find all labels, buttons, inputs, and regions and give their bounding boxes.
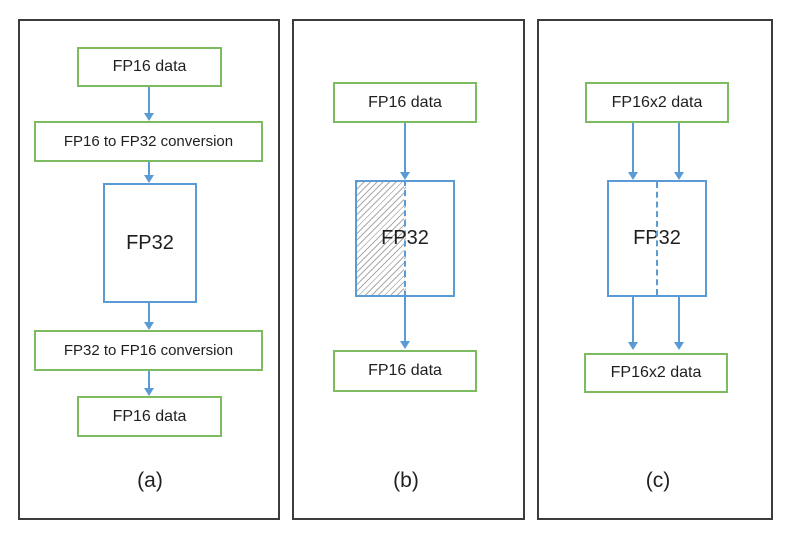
node-c-fp16x2-data-bottom: FP16x2 data [584, 353, 728, 393]
arrow-head [400, 172, 410, 180]
flow-arrow-down [673, 123, 685, 180]
arrow-head [144, 322, 154, 330]
flow-arrow-down [627, 297, 639, 350]
node-label: FP32 to FP16 conversion [63, 342, 234, 359]
arrow-head [400, 341, 410, 349]
node-b-fp32: FP32 [355, 180, 455, 297]
node-label: FP16 to FP32 conversion [63, 133, 234, 150]
flow-arrow-down [143, 303, 155, 330]
node-label: FP32 [126, 231, 174, 254]
flow-arrow-down [399, 123, 411, 180]
node-a-fp16-data-top: FP16 data [77, 47, 222, 87]
panel-label-c: (c) [645, 469, 671, 492]
arrow-head [628, 172, 638, 180]
node-label: FP32 [381, 227, 429, 249]
node-label: FP16 data [112, 407, 187, 425]
flow-arrow-down [627, 123, 639, 180]
node-label: FP16 data [368, 362, 442, 379]
arrow-head [144, 175, 154, 183]
flow-arrow-down [143, 371, 155, 396]
arrow-head [144, 388, 154, 396]
arrow-head [144, 113, 154, 121]
arrow-shaft [632, 297, 634, 344]
arrow-head [628, 342, 638, 350]
node-a-fp16-to-fp32-conversion: FP16 to FP32 conversion [34, 121, 263, 162]
node-label: FP16 data [112, 58, 187, 75]
arrow-head [674, 172, 684, 180]
flow-arrow-down [673, 297, 685, 350]
node-a-fp16-data-bottom: FP16 data [77, 396, 222, 437]
arrow-shaft [632, 123, 634, 174]
flow-arrow-down [399, 297, 411, 349]
node-a-fp32: FP32 [103, 183, 197, 303]
node-c-fp16x2-data-top: FP16x2 data [585, 82, 729, 123]
node-label: FP16x2 data [611, 93, 703, 111]
arrow-shaft [148, 87, 150, 115]
arrow-head [674, 342, 684, 350]
node-a-fp32-to-fp16-conversion: FP32 to FP16 conversion [34, 330, 263, 371]
dashed-divider [656, 182, 658, 295]
node-b-fp16-data-bottom: FP16 data [333, 350, 477, 392]
flow-arrow-down [143, 162, 155, 183]
flow-arrow-down [143, 87, 155, 121]
arrow-shaft [148, 371, 150, 390]
arrow-shaft [678, 297, 680, 344]
arrow-shaft [678, 123, 680, 174]
arrow-shaft [148, 162, 150, 177]
node-b-fp16-data-top: FP16 data [333, 82, 477, 123]
panel-label-a: (a) [137, 469, 163, 492]
panel-label-b: (b) [393, 469, 419, 492]
arrow-shaft [404, 297, 406, 343]
node-label: FP16x2 data [610, 364, 702, 381]
arrow-shaft [148, 303, 150, 324]
arrow-shaft [404, 123, 406, 174]
node-label: FP16 data [368, 93, 442, 111]
